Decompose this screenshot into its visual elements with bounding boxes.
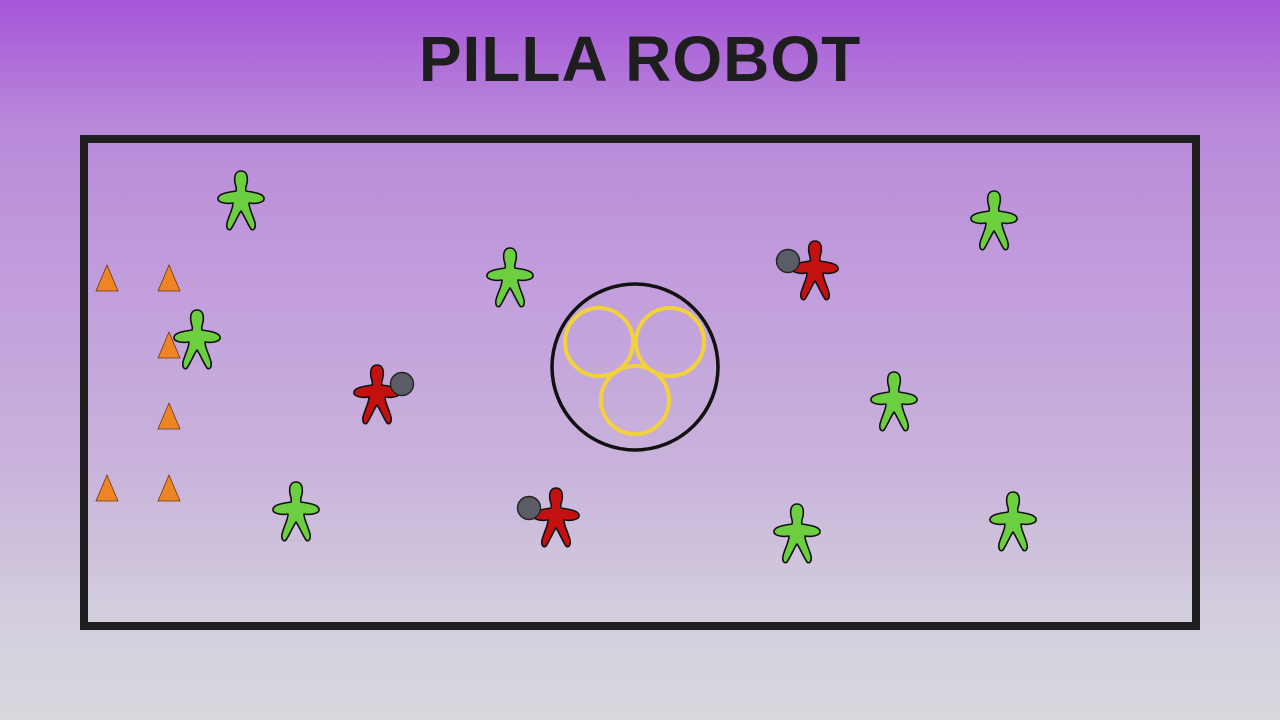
red-player-icon — [353, 364, 401, 425]
green-player-icon — [989, 491, 1037, 552]
red-player-icon — [532, 487, 580, 548]
hoop-icon — [634, 306, 706, 378]
ball-icon — [775, 248, 801, 274]
green-players — [173, 170, 1037, 564]
cone-icon — [95, 473, 119, 502]
page-title: PILLA ROBOT — [418, 23, 862, 95]
green-player-icon — [486, 247, 534, 308]
red-players — [353, 240, 839, 548]
center-circle-group — [550, 282, 720, 452]
hoops — [563, 306, 706, 436]
robot-player — [516, 487, 580, 548]
green-player-icon — [870, 371, 918, 432]
green-player-icon — [217, 170, 265, 231]
cone-icon — [95, 263, 119, 292]
playing-field — [80, 135, 1200, 630]
robot-player — [775, 240, 839, 301]
hoop-icon — [599, 364, 671, 436]
green-player-icon — [773, 503, 821, 564]
green-player-icon — [272, 481, 320, 542]
cone-icon — [157, 263, 181, 292]
cone-icon — [157, 473, 181, 502]
ball-icon — [516, 495, 542, 521]
hoop-icon — [563, 306, 635, 378]
cone-icon — [157, 330, 181, 359]
red-player-icon — [791, 240, 839, 301]
green-player-icon — [970, 190, 1018, 251]
ball-icon — [389, 371, 415, 397]
robot-player — [353, 364, 415, 425]
center-circle — [550, 282, 720, 452]
cones — [95, 263, 181, 502]
green-player-icon — [173, 309, 221, 370]
cone-icon — [157, 401, 181, 430]
